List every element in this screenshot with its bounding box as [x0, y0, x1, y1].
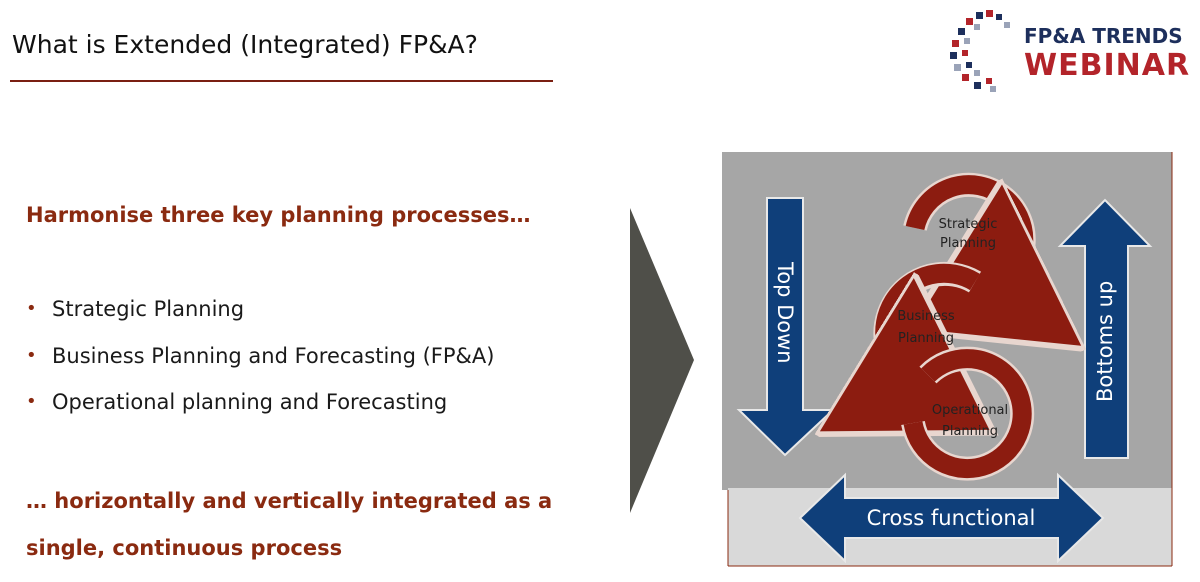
bullet-icon: •: [26, 391, 37, 412]
conclusion-text: … horizontally and vertically integrated…: [26, 489, 553, 560]
list-item: •Business Planning and Forecasting (FP&A…: [26, 338, 494, 385]
strategic-label-line1: Strategic: [939, 217, 998, 232]
bullet-icon: •: [26, 298, 37, 319]
logo: FP&A TRENDS WEBINAR: [946, 8, 1196, 94]
top-down-arrow: [736, 197, 836, 457]
operational-label-line2: Planning: [942, 424, 998, 439]
bottoms-up-label: Bottoms up: [1093, 281, 1117, 402]
bullet-list: •Strategic Planning •Business Planning a…: [26, 291, 494, 431]
logo-bottom-text: WEBINAR: [1024, 48, 1191, 83]
list-item: •Operational planning and Forecasting: [26, 384, 494, 431]
top-down-label: Top Down: [773, 261, 797, 364]
list-item: •Strategic Planning: [26, 291, 494, 338]
operational-label-line1: Operational: [932, 403, 1008, 418]
cross-functional-arrow: [798, 472, 1105, 564]
business-label-line1: Business: [897, 309, 955, 324]
logo-top-text: FP&A TRENDS: [1024, 24, 1183, 48]
logo-mark-icon: [950, 10, 1010, 92]
business-label-line2: Planning: [898, 331, 954, 346]
title-underline: [10, 80, 553, 82]
bullet-icon: •: [26, 344, 37, 366]
chevron-right-icon: [630, 208, 694, 513]
cross-functional-label: Cross functional: [867, 506, 1036, 530]
strategic-label-line2: Planning: [940, 236, 996, 251]
section-heading: Harmonise three key planning processes…: [26, 203, 531, 227]
page-title: What is Extended (Integrated) FP&A?: [12, 30, 478, 59]
